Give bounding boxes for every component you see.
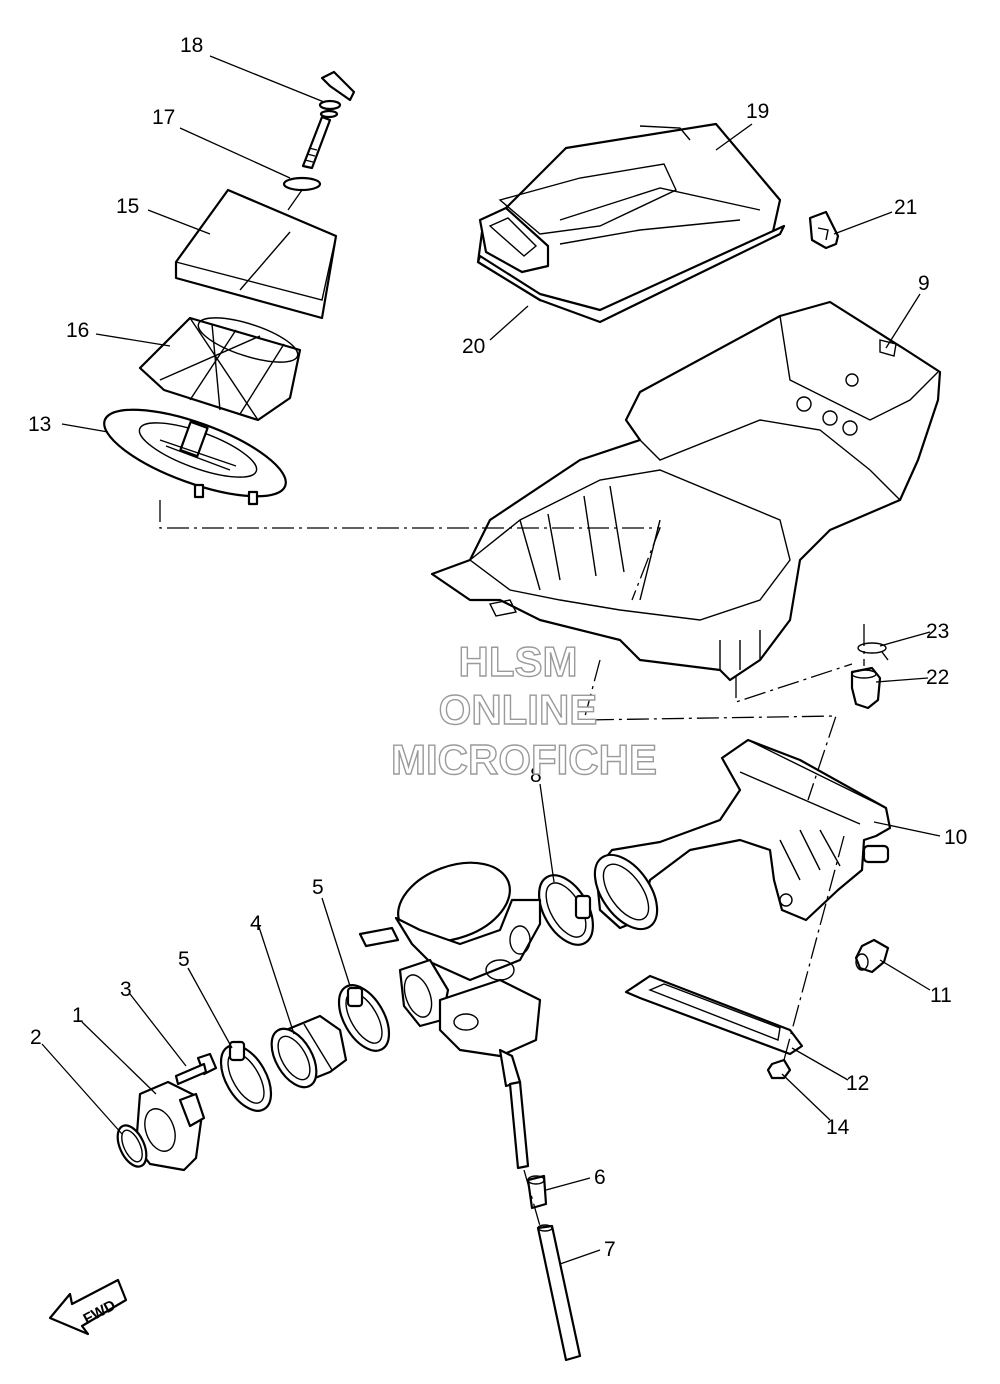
part-16-filter-guide bbox=[138, 316, 302, 422]
chain-line-hose bbox=[523, 1169, 541, 1227]
callout-13: 13 bbox=[28, 413, 51, 436]
callout-8: 8 bbox=[530, 764, 542, 787]
part-17-washer bbox=[282, 176, 322, 192]
part-11-elbow-fitting bbox=[854, 938, 890, 974]
watermark-line-2: ONLINE bbox=[439, 686, 598, 733]
callout-9: 9 bbox=[918, 272, 930, 295]
callout-14: 14 bbox=[826, 1116, 850, 1139]
callout-2: 2 bbox=[30, 1026, 42, 1049]
callout-12: 12 bbox=[846, 1072, 869, 1095]
callout-10: 10 bbox=[944, 826, 967, 849]
forward-arrow-icon: FWD bbox=[48, 1278, 128, 1336]
part-15-filter-element bbox=[174, 188, 338, 320]
callout-3: 3 bbox=[120, 978, 132, 1001]
part-2-o-ring bbox=[116, 1124, 148, 1168]
callout-17: 17 bbox=[152, 106, 175, 129]
chain-line-gasket-nut bbox=[783, 835, 845, 1061]
part-20-case-cap-seal bbox=[476, 224, 786, 324]
callout-15: 15 bbox=[116, 195, 139, 218]
callout-7: 7 bbox=[604, 1238, 616, 1261]
part-3-bolt bbox=[174, 1052, 218, 1086]
part-8-clamp bbox=[537, 874, 595, 946]
part-18-wing-bolt bbox=[301, 70, 356, 170]
callout-21: 21 bbox=[894, 196, 917, 219]
callout-4: 4 bbox=[250, 912, 262, 935]
part-23-clip bbox=[857, 642, 889, 661]
part-14-nut bbox=[766, 1058, 792, 1080]
callout-5-upper: 5 bbox=[312, 876, 324, 899]
callout-18: 18 bbox=[180, 34, 203, 57]
part-22-drain-plug bbox=[850, 666, 882, 710]
part-10-air-cleaner-joint bbox=[593, 738, 892, 931]
carburetor-assembly bbox=[358, 861, 542, 1088]
callout-22: 22 bbox=[926, 666, 949, 689]
part-13-filter-seat bbox=[103, 408, 287, 506]
part-6-hose-joint bbox=[526, 1174, 548, 1210]
chain-line-filter-to-case bbox=[159, 500, 661, 601]
chain-line-drain-plug bbox=[735, 624, 865, 703]
watermark-line-3: MICROFICHE bbox=[391, 736, 657, 783]
part-21-clip bbox=[808, 210, 840, 250]
callout-23: 23 bbox=[926, 620, 949, 643]
chain-line-filter-to-joint bbox=[583, 659, 837, 801]
leader-lines bbox=[41, 55, 941, 1265]
callout-numbers: 18 17 15 16 13 19 20 21 9 23 22 10 11 12… bbox=[28, 34, 967, 1261]
part-5-clamp-upper bbox=[337, 984, 391, 1052]
part-12-gasket bbox=[624, 974, 804, 1056]
callout-1: 1 bbox=[72, 1004, 84, 1027]
callout-20: 20 bbox=[462, 335, 485, 358]
callout-16: 16 bbox=[66, 319, 89, 342]
callout-19: 19 bbox=[746, 100, 769, 123]
part-7-drain-hose bbox=[536, 1224, 582, 1362]
part-4-carburetor-joint bbox=[270, 1014, 348, 1089]
part-9-air-filter-case bbox=[430, 300, 942, 682]
watermark: HLSM ONLINE MICROFICHE bbox=[390, 637, 657, 783]
callout-11: 11 bbox=[930, 984, 952, 1007]
drain-hose-upper bbox=[508, 1080, 530, 1170]
callout-5-lower: 5 bbox=[178, 948, 190, 971]
watermark-line-1: HLSM bbox=[459, 638, 578, 685]
part-5-clamp-lower bbox=[219, 1040, 273, 1112]
callout-6: 6 bbox=[594, 1166, 606, 1189]
